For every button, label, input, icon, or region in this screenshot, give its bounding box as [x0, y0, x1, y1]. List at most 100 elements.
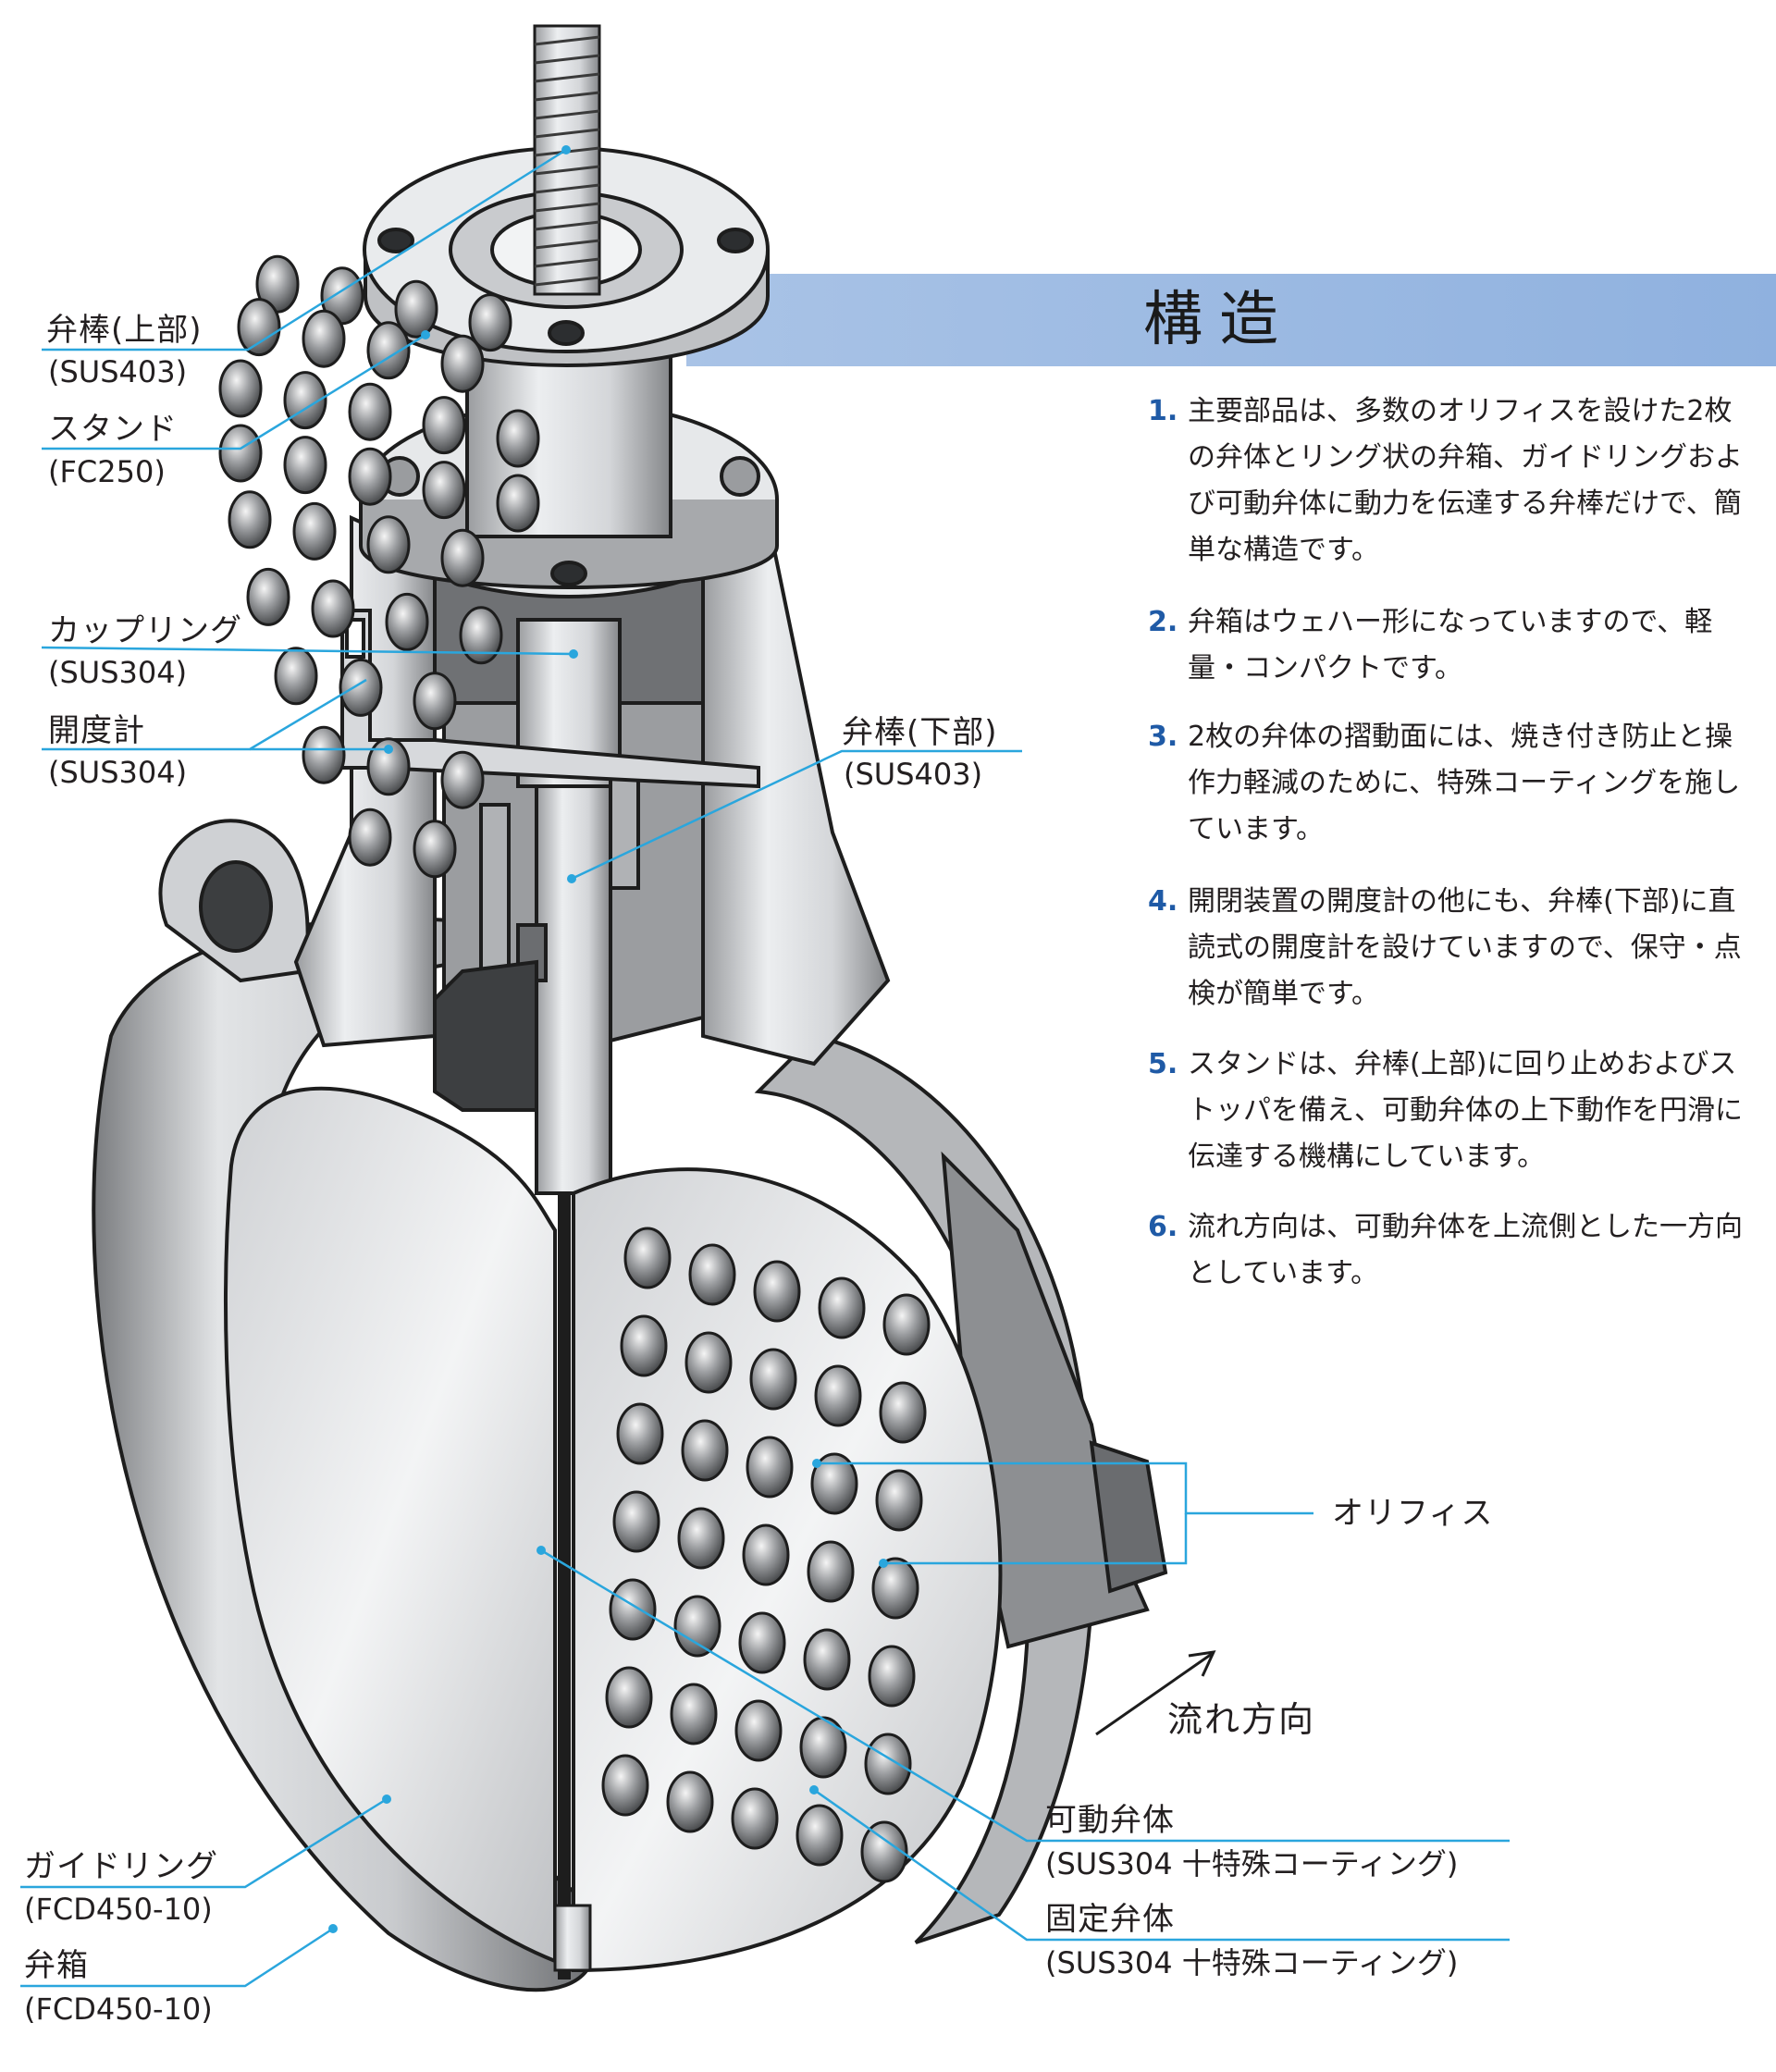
- orifice-hole: [228, 490, 272, 549]
- orifice-hole: [218, 424, 263, 483]
- material-stem-lower: (SUS403): [844, 757, 983, 792]
- orifice-hole: [871, 1557, 919, 1620]
- orifice-hole: [292, 501, 337, 561]
- orifice-hole: [738, 1611, 786, 1674]
- orifice-hole: [459, 606, 503, 665]
- feature-number: 6.: [1148, 1211, 1178, 1243]
- orifice-hole: [366, 515, 411, 574]
- orifice-hole: [468, 293, 512, 352]
- orifice-hole: [218, 359, 263, 418]
- material-indicator: (SUS304): [48, 755, 188, 790]
- orifice-hole: [612, 1490, 660, 1553]
- material-fixed-disc: (SUS304 十特殊コーティング): [1045, 1945, 1459, 1980]
- orifice-hole: [339, 658, 383, 717]
- material-stem-upper: (SUS403): [48, 354, 188, 389]
- orifice-hole: [799, 1716, 847, 1779]
- leader-lines: [20, 145, 1510, 1988]
- orifice-hole: [666, 1770, 714, 1833]
- feature-number: 4.: [1148, 885, 1178, 918]
- material-stand: (FC250): [48, 454, 166, 489]
- orifice-hole: [616, 1402, 664, 1465]
- orifice-hole: [623, 1227, 672, 1289]
- orifice-hole: [875, 1469, 923, 1532]
- orifice-hole: [818, 1276, 866, 1339]
- feature-text: 主要部品は、多数のオリフィスを設けた2枚の弁体とリング状の弁箱、ガイドリングおよ…: [1188, 395, 1743, 566]
- orifice-hole: [677, 1507, 725, 1570]
- stem-upper-thread: [533, 24, 601, 296]
- label-fixed-disc: 固定弁体: [1045, 1901, 1175, 1938]
- feature-item-5: 5. スタンドは、弁棒(上部)に回り止めおよびストッパを備え、可動弁体の上下動作…: [1148, 1042, 1750, 1180]
- orifice-hole: [348, 447, 392, 506]
- orifice-hole: [807, 1540, 855, 1603]
- feature-text: 流れ方向は、可動弁体を上流側とした一方向としています。: [1188, 1211, 1743, 1289]
- gland-block: [433, 959, 538, 1112]
- orifice-hole: [882, 1293, 931, 1356]
- orifice-hole: [860, 1820, 908, 1883]
- orifice-hole: [620, 1314, 668, 1377]
- feature-item-3: 3. 2枚の弁体の摺動面には、焼き付き防止と操作力軽減のために、特殊コーティング…: [1148, 714, 1750, 853]
- label-stem-lower: 弁棒(下部): [842, 714, 998, 751]
- orifice-hole: [440, 750, 485, 809]
- orifice-hole: [283, 436, 327, 495]
- feature-item-4: 4. 開閉装置の開度計の他にも、弁棒(下部)に直読式の開度計を設けていますので、…: [1148, 879, 1750, 1018]
- opening-indicator: [340, 609, 760, 789]
- material-moving-disc: (SUS304 十特殊コーティング): [1045, 1846, 1459, 1881]
- orifice-hole: [440, 334, 485, 393]
- orifice-hole: [237, 298, 281, 357]
- orifice-holes: [218, 254, 931, 1883]
- flow-direction-label: 流れ方向: [1167, 1699, 1316, 1740]
- label-indicator: 開度計: [48, 712, 145, 749]
- orifice-hole: [814, 1364, 862, 1427]
- orifice-hole: [879, 1381, 927, 1444]
- orifice-hole: [274, 647, 318, 706]
- label-stand: スタンド: [48, 411, 178, 448]
- label-stem-upper: 弁棒(上部): [46, 312, 203, 349]
- orifice-hole: [734, 1699, 783, 1762]
- label-moving-disc: 可動弁体: [1045, 1802, 1175, 1839]
- orifice-hole: [796, 1804, 844, 1867]
- material-guide-ring: (FCD450-10): [24, 1892, 213, 1927]
- feature-number: 5.: [1148, 1048, 1178, 1080]
- orifice-hole: [673, 1595, 722, 1658]
- feature-text: スタンドは、弁棒(上部)に回り止めおよびストッパを備え、可動弁体の上下動作を円滑…: [1188, 1048, 1743, 1173]
- orifice-hole: [803, 1628, 851, 1691]
- orifice-hole: [311, 579, 355, 638]
- orifice-hole: [348, 382, 392, 441]
- orifice-hole: [422, 396, 466, 455]
- orifice-hole: [681, 1419, 729, 1482]
- orifice-hole: [605, 1666, 653, 1729]
- orifice-hole: [753, 1260, 801, 1323]
- page-title: 構造: [1143, 286, 1295, 354]
- feature-item-2: 2. 弁箱はウェハー形になっていますので、軽量・コンパクトです。: [1148, 599, 1750, 692]
- feature-item-6: 6. 流れ方向は、可動弁体を上流側とした一方向としています。: [1148, 1204, 1750, 1297]
- orifice-hole: [413, 672, 457, 731]
- flow-arrow: [1095, 1650, 1216, 1736]
- orifice-hole: [385, 592, 429, 651]
- orifice-hole: [868, 1645, 916, 1708]
- feature-text: 弁箱はウェハー形になっていますので、軽量・コンパクトです。: [1188, 606, 1713, 684]
- orifice-hole: [601, 1754, 649, 1817]
- orifice-hole: [742, 1523, 790, 1586]
- feature-text: 開閉装置の開度計の他にも、弁棒(下部)に直読式の開度計を設けていますので、保守・…: [1188, 885, 1742, 1010]
- orifice-hole: [496, 409, 540, 468]
- feature-text: 2枚の弁体の摺動面には、焼き付き防止と操作力軽減のために、特殊コーティングを施し…: [1188, 721, 1741, 845]
- orifice-hole: [246, 567, 290, 626]
- orifice-hole: [810, 1452, 858, 1515]
- material-body: (FCD450-10): [24, 1992, 213, 2027]
- label-body: 弁箱: [24, 1947, 89, 1984]
- orifice-hole: [366, 737, 411, 796]
- orifice-hole: [440, 528, 485, 587]
- orifice-hole: [609, 1578, 657, 1641]
- orifice-hole: [864, 1733, 912, 1795]
- orifice-hole: [422, 461, 466, 520]
- orifice-hole: [670, 1683, 718, 1745]
- label-guide-ring: ガイドリング: [24, 1848, 218, 1885]
- label-coupling: カップリング: [48, 612, 242, 649]
- orifice-hole: [302, 309, 346, 368]
- bottom-nut: [553, 1904, 592, 1972]
- body-lug: [158, 819, 310, 983]
- orifice-hole: [749, 1348, 797, 1411]
- orifice-hole: [496, 474, 540, 533]
- feature-number: 1.: [1148, 395, 1178, 427]
